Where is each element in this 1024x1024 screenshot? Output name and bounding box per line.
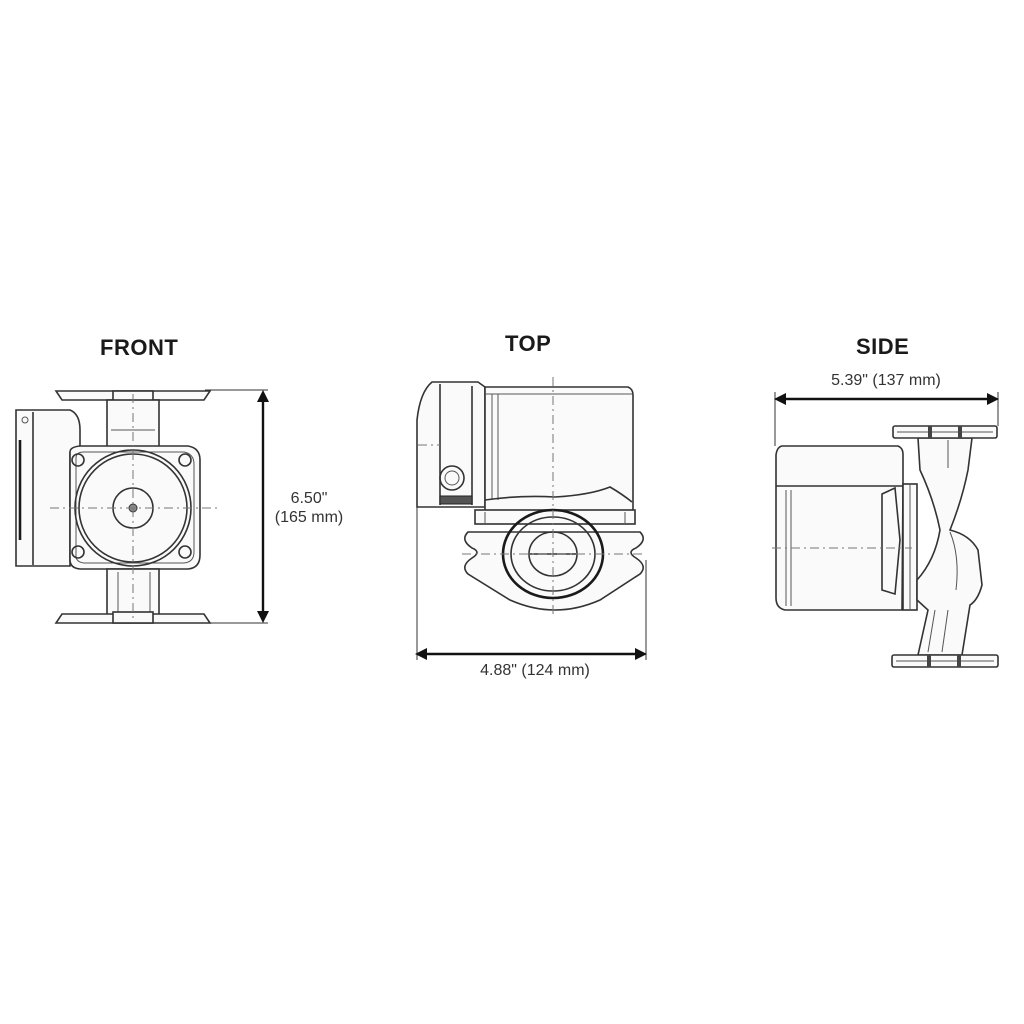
front-height-mm: (165 mm) — [274, 509, 344, 526]
top-width-dimension-arrow — [415, 507, 647, 660]
front-height-dimension-arrow — [205, 389, 269, 624]
side-volute — [916, 437, 983, 656]
side-adapter — [881, 483, 918, 611]
side-view-title: SIDE — [856, 334, 910, 359]
side-depth-dimension-label: 5.39" (137 mm) — [831, 372, 941, 389]
top-width-dimension-label: 4.88" (124 mm) — [480, 662, 590, 679]
front-control-box — [15, 409, 81, 567]
front-height-inches: 6.50" — [290, 490, 328, 507]
top-motor-housing — [474, 386, 636, 525]
side-bottom-flange — [891, 654, 999, 668]
side-depth-dimension-arrow — [774, 392, 999, 446]
front-height-dimension-label: 6.50" (165 mm) — [262, 489, 356, 527]
side-motor-housing — [775, 445, 904, 611]
top-control-box — [416, 381, 486, 508]
top-view-title: TOP — [505, 331, 552, 356]
side-top-flange — [892, 425, 998, 439]
front-view-title: FRONT — [100, 335, 179, 360]
